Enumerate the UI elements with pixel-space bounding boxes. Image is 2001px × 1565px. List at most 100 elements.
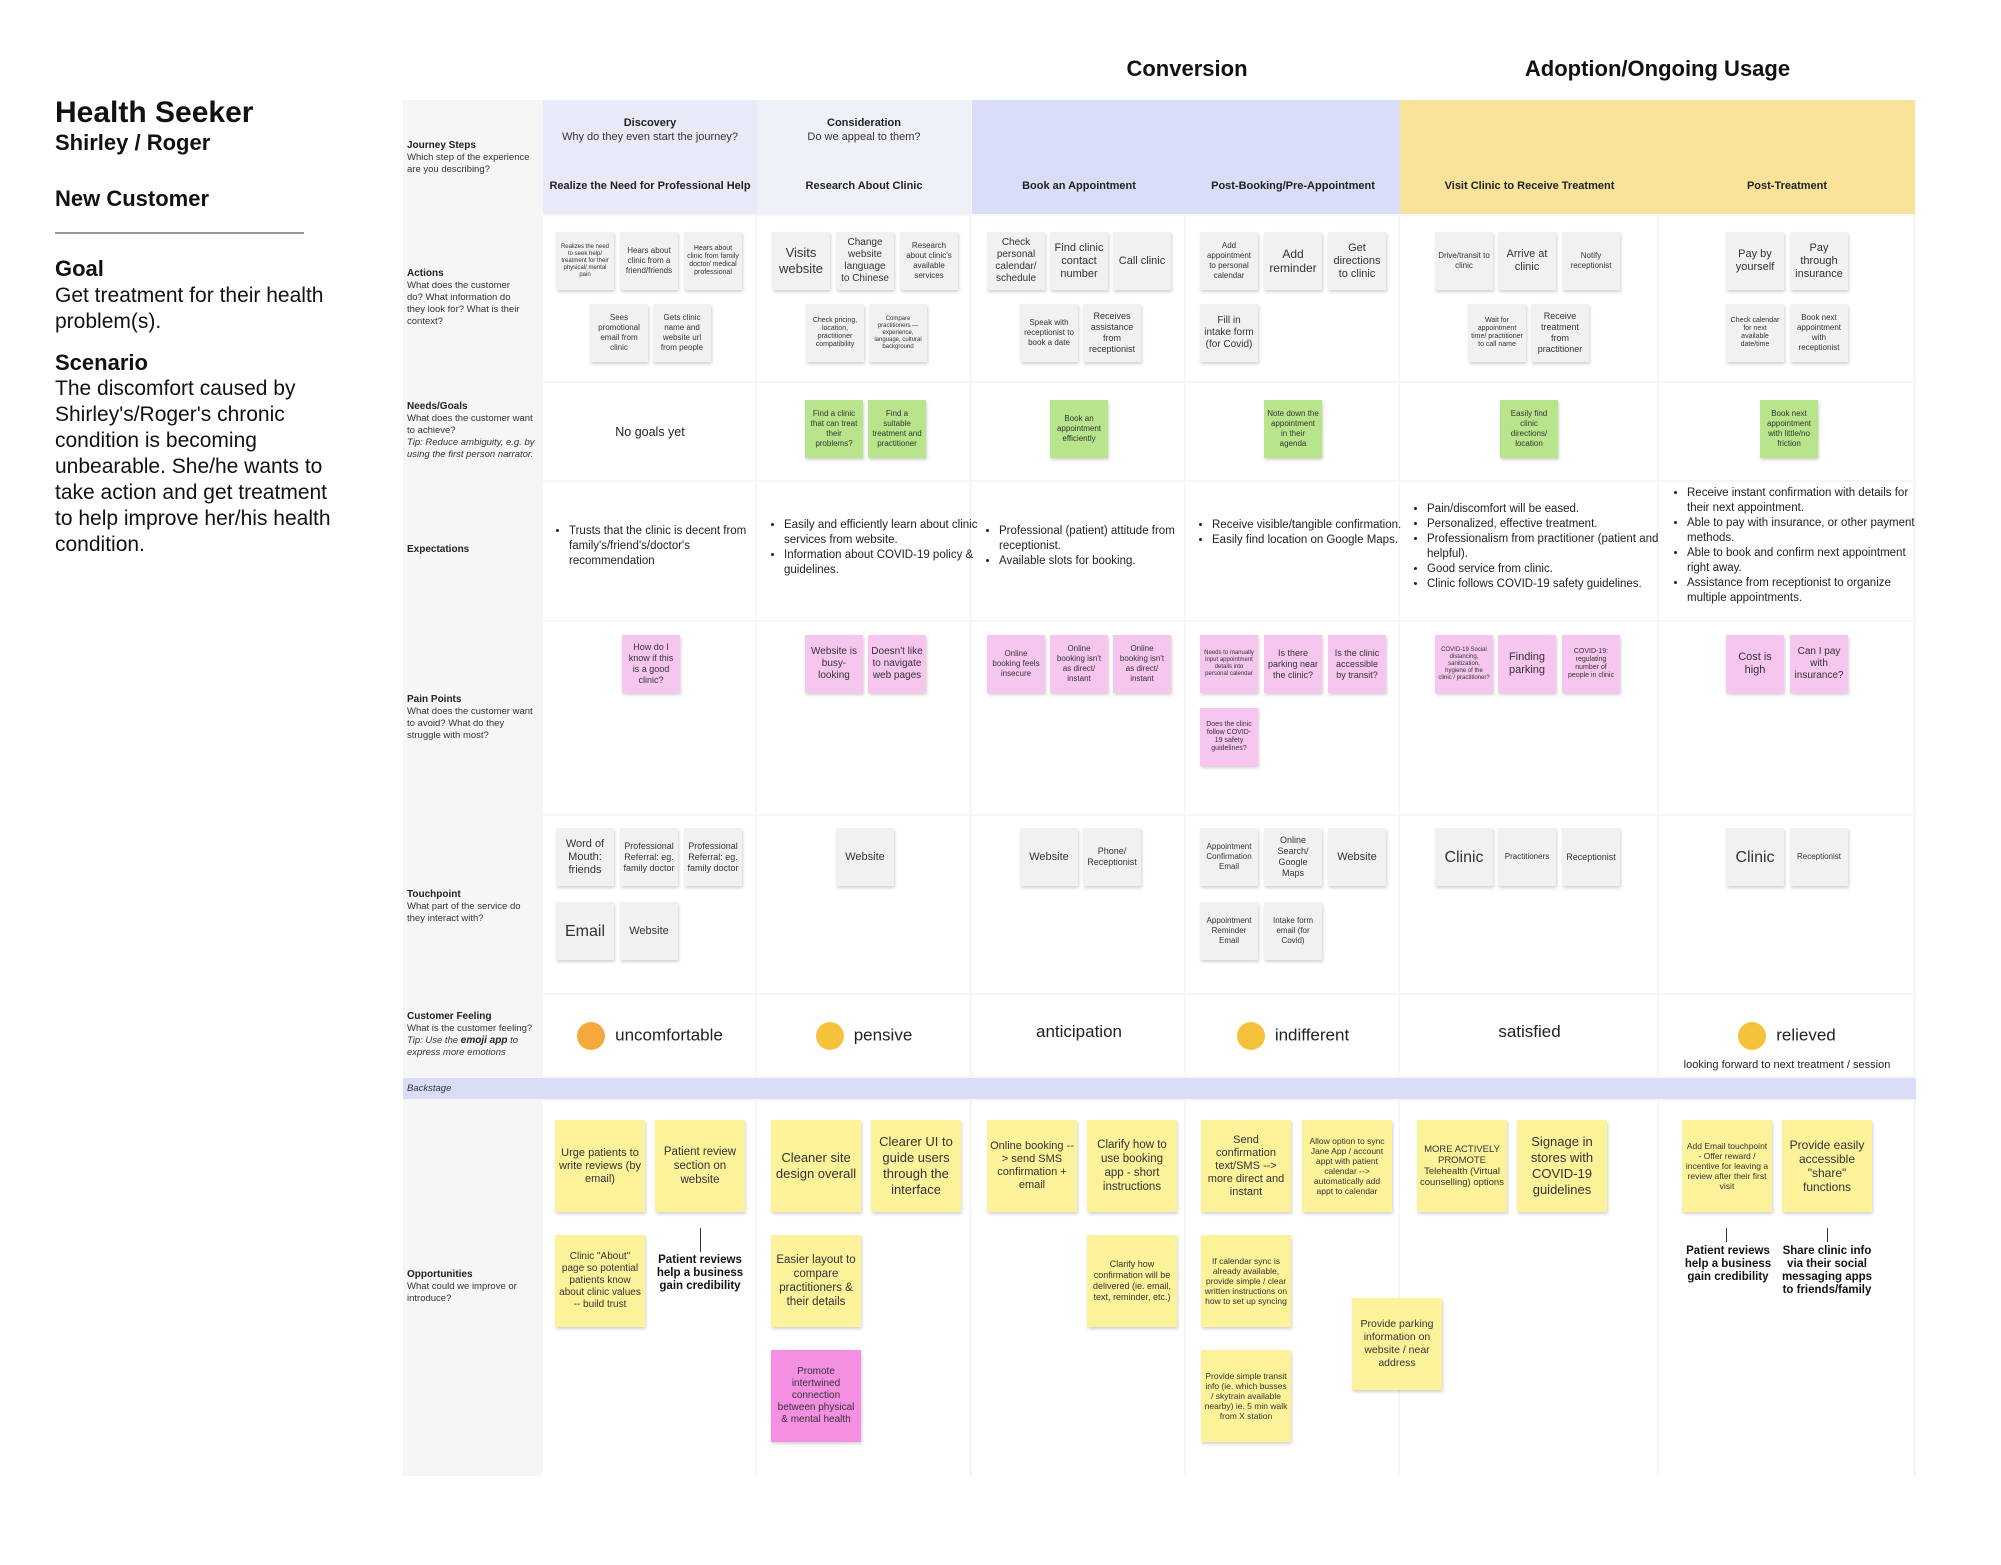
customer-feeling: relieved [1659, 1022, 1915, 1050]
backstage-bar [403, 1078, 1916, 1099]
touchpoint-card: Word of Mouth: friends [556, 828, 614, 886]
grid-cell [543, 383, 755, 480]
action-card: Visits website [772, 232, 830, 290]
phase-heading-conversion: Conversion [1126, 56, 1248, 81]
expectation-item: Receive instant confirmation with detail… [1687, 486, 1927, 516]
need-card: Find a clinic that can treat their probl… [805, 400, 863, 458]
expectation-item: Professionalism from practitioner (patie… [1427, 532, 1667, 562]
grid-cell [757, 995, 969, 1076]
action-card: Check personal calendar/ schedule [987, 232, 1045, 290]
action-card: Add reminder [1264, 232, 1322, 290]
customer-feeling: uncomfortable [543, 1022, 757, 1050]
touchpoint-card: Clinic [1726, 828, 1784, 886]
grid-cell [972, 482, 1184, 620]
opportunity-card: If calendar sync is already available, p… [1201, 1235, 1291, 1327]
feeling-label: relieved [1776, 1025, 1836, 1045]
journey-step-title: Post-Booking/Pre-Appointment [1211, 180, 1375, 192]
column-header-4: Post-Booking/Pre-Appointment [1186, 100, 1400, 214]
pain-point-card: Is the clinic accessible by transit? [1328, 635, 1386, 693]
pain-point-card: COVID-19: regulating number of people in… [1562, 635, 1620, 693]
pain-point-card: Online booking isn't as direct/ instant [1050, 635, 1108, 693]
opportunity-card: Promote intertwined connection between p… [771, 1350, 861, 1442]
journey-step-title: Realize the Need for Professional Help [549, 180, 751, 192]
expectation-item: Good service from clinic. [1427, 562, 1667, 577]
pain-point-card: Website is busy-looking [805, 635, 863, 693]
expectation-item: Easily and efficiently learn about clini… [784, 518, 984, 548]
grid-cell [757, 383, 969, 480]
pain-point-card: COVID-19 Social distancing, sanitization… [1435, 635, 1493, 693]
phase-question: Do we appeal to them? [807, 131, 921, 143]
opportunity-card: Allow option to sync Jane App / account … [1302, 1120, 1392, 1212]
expectation-item: Easily find location on Google Maps. [1212, 533, 1412, 548]
action-card: Hears about clinic from family doctor/ m… [684, 232, 742, 290]
pain-point-card: How do I know if this is a good clinic? [622, 635, 680, 693]
connector-line [1827, 1228, 1828, 1242]
opportunity-note: Share clinic info via their social messa… [1781, 1245, 1873, 1296]
phase-title: Discovery [623, 117, 677, 129]
opportunity-card: Patient review section on website [655, 1120, 745, 1212]
touchpoint-card: Intake form email (for Covid) [1264, 902, 1322, 960]
opportunity-card: Clinic "About" page so potential patient… [555, 1235, 645, 1327]
action-card: Change website language to Chinese [836, 232, 894, 290]
action-card: Receive treatment from practitioner [1531, 304, 1589, 362]
touchpoint-card: Appointment Confirmation Email [1200, 828, 1258, 886]
touchpoint-card: Professional Referral: eg. family doctor [684, 828, 742, 886]
grid-cell [972, 995, 1184, 1076]
row-label-backstage: Backstage [407, 1083, 452, 1094]
touchpoint-card: Phone/ Receptionist [1083, 828, 1141, 886]
action-card: Compare practitioners — experience, lang… [869, 304, 927, 362]
grid-cell [543, 482, 755, 620]
pain-point-card: Finding parking [1498, 635, 1556, 693]
action-card: Research about clinic's available servic… [900, 232, 958, 290]
opportunity-note: Patient reviews help a business gain cre… [1684, 1245, 1772, 1283]
pain-point-card: Online booking isn't as direct/ instant [1113, 635, 1171, 693]
opportunity-note: Patient reviews help a business gain cre… [656, 1254, 744, 1292]
phase-heading-adoption: Adoption/Ongoing Usage [1524, 56, 1791, 81]
expectation-item: Information about COVID-19 policy & guid… [784, 548, 984, 578]
touchpoint-card: Website [1020, 828, 1078, 886]
action-card: Pay through insurance [1790, 232, 1848, 290]
expectation-item: Available slots for booking. [999, 554, 1189, 569]
opportunity-card: Urge patients to write reviews (by email… [555, 1120, 645, 1212]
customer-feeling: anticipation [972, 1022, 1186, 1042]
opportunity-card: Online booking --> send SMS confirmation… [987, 1120, 1077, 1212]
need-card: Book next appointment with little/no fri… [1760, 400, 1818, 458]
expectations-list: Professional (patient) attitude from rec… [985, 524, 1189, 569]
feeling-note: looking forward to next treatment / sess… [1683, 1059, 1891, 1071]
persona-names: Shirley / Roger [55, 130, 211, 155]
action-card: Sees promotional email from clinic [590, 304, 648, 362]
column-header-3: Book an Appointment [972, 100, 1186, 214]
action-card: Pay by yourself [1726, 232, 1784, 290]
action-card: Arrive at clinic [1498, 232, 1556, 290]
action-card: Check pricing, location, practitioner co… [806, 304, 864, 362]
touchpoint-card: Online Search/ Google Maps [1264, 828, 1322, 886]
opportunity-card: Provide easily accessible "share" functi… [1782, 1120, 1872, 1212]
grid-cell [1659, 216, 1913, 381]
pain-point-card: Does the clinic follow COVID-19 safety g… [1200, 708, 1258, 766]
expectation-item: Personalized, effective treatment. [1427, 517, 1667, 532]
need-card: Find a suitable treatment and practition… [868, 400, 926, 458]
touchpoint-card: Website [620, 902, 678, 960]
action-card: Add appointment to personal calendar [1200, 232, 1258, 290]
column-header-5: Visit Clinic to Receive Treatment [1400, 100, 1659, 214]
need-card: Note down the appointment in their agend… [1264, 400, 1322, 458]
grid-cell [972, 816, 1184, 993]
pain-point-card: Can I pay with insurance? [1790, 635, 1848, 693]
expectation-item: Assistance from receptionist to organize… [1687, 576, 1927, 606]
action-card: Call clinic [1113, 232, 1171, 290]
touchpoint-card: Receptionist [1790, 828, 1848, 886]
feeling-label: anticipation [1035, 1022, 1122, 1041]
need-card: Book an appointment efficiently [1050, 400, 1108, 458]
opportunity-card: Clearer UI to guide users through the in… [871, 1120, 961, 1212]
pain-point-card: Cost is high [1726, 635, 1784, 693]
grid-cell [1659, 622, 1913, 814]
goal-text: Get treatment for their health problem(s… [55, 284, 324, 333]
